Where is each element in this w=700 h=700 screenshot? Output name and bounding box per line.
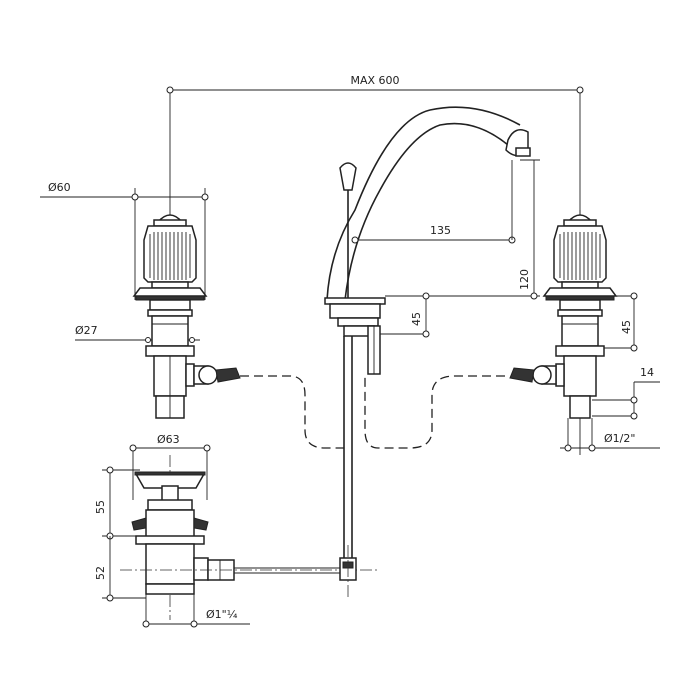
left-handle-valve: Ø60 Ø27 (40, 181, 241, 419)
left-supply-hose (240, 375, 348, 449)
spout-base-label: 45 (410, 312, 423, 326)
waste-popup-assembly: Ø63 55 52 Ø1"¼ (94, 433, 250, 628)
right-supply-hose (364, 375, 505, 449)
waste-diameter-label: Ø63 (157, 433, 180, 446)
handle-diameter-label: Ø60 (48, 181, 71, 194)
spout-assembly: 135 120 45 (324, 106, 540, 560)
valve-height-label: 45 (620, 320, 633, 334)
shank-diameter-label: Ø27 (75, 324, 98, 337)
right-handle-valve: 45 14 Ø1/2" (509, 210, 660, 455)
max-width-dimension: MAX 600 (166, 74, 584, 215)
waste-thread-label: Ø1"¼ (206, 608, 238, 621)
waste-upper-label: 55 (94, 500, 107, 514)
spout-height-label: 120 (518, 269, 531, 290)
thread-height-label: 14 (640, 366, 654, 379)
max-width-label: MAX 600 (350, 74, 399, 87)
inlet-thread-label: Ø1/2" (604, 432, 635, 445)
popup-linkage-rod (120, 545, 380, 600)
spout-reach-label: 135 (430, 224, 451, 237)
waste-lower-label: 52 (94, 566, 107, 580)
